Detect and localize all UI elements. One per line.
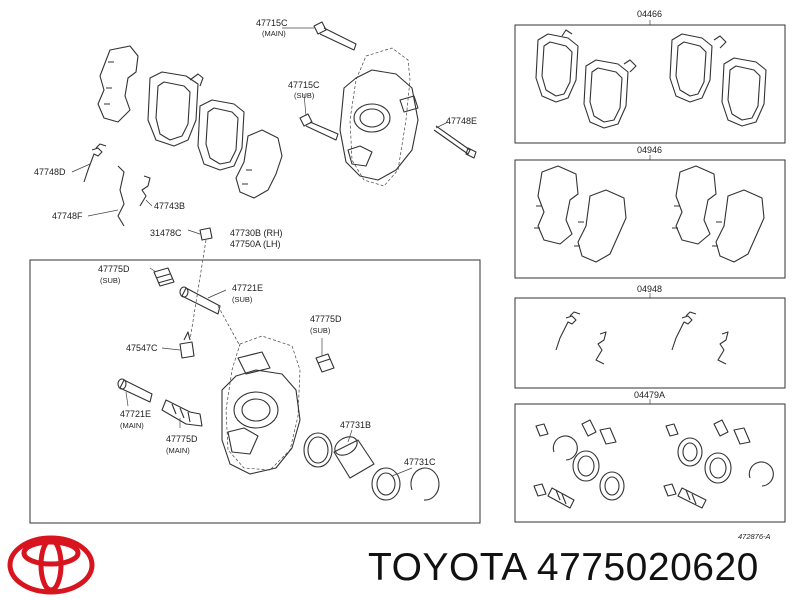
label-47721e-top: 47721E	[232, 283, 263, 293]
pad-set-exploded	[97, 45, 283, 199]
label-47775d-right-note: (SUB)	[310, 326, 331, 335]
label-47748e: 47748E	[446, 116, 477, 126]
caliper-top-leaders	[282, 27, 449, 129]
pad-clip-leaders	[71, 163, 153, 217]
caliper-bottom-leaders	[125, 229, 413, 477]
label-47775d-top-note: (SUB)	[100, 276, 121, 285]
label-47721e-main: 47721E	[120, 409, 151, 419]
part-labels: 47715C (MAIN) 47715C (SUB) 47748E 47748D…	[34, 9, 771, 541]
label-kit-04466: 04466	[637, 9, 662, 19]
caliper-assembly-bottom	[117, 227, 440, 501]
caliper-assembly-top	[299, 21, 477, 187]
label-47715c-main: 47715C	[256, 18, 288, 28]
label-47775d-main-note: (MAIN)	[166, 446, 190, 455]
label-47715c-main-note: (MAIN)	[262, 29, 286, 38]
label-kit-04479a: 04479A	[634, 390, 665, 400]
kit-box-04946	[514, 159, 786, 279]
kit-04466-pads	[535, 29, 767, 129]
kit-box-04479a	[514, 403, 786, 523]
bolt-sub	[299, 113, 339, 141]
label-47775d-right: 47775D	[310, 314, 342, 324]
kit-04948-clips	[555, 311, 729, 365]
diagram-code: 472876-A	[738, 532, 771, 541]
label-47730b: 47730B (RH)	[230, 228, 283, 238]
bolt-main	[313, 21, 357, 51]
guide-pin-47748e	[433, 125, 477, 159]
kit-04946-shims	[534, 165, 765, 263]
caliper-kit-box	[29, 259, 481, 524]
kit-04479a-seals	[533, 419, 774, 509]
brand-part-number-caption: TOYOTA 4775020620	[368, 546, 759, 589]
label-47775d-main: 47775D	[166, 434, 198, 444]
toyota-logo-icon	[7, 535, 95, 595]
label-kit-04948: 04948	[637, 284, 662, 294]
label-47775d-top: 47775D	[98, 264, 130, 274]
label-47721e-main-note: (MAIN)	[120, 421, 144, 430]
label-kit-04946: 04946	[637, 145, 662, 155]
kit-box-04948	[514, 297, 786, 389]
label-47547c: 47547C	[126, 343, 158, 353]
label-47748d: 47748D	[34, 167, 66, 177]
label-47748f: 47748F	[52, 211, 83, 221]
label-47731c: 47731C	[404, 457, 436, 467]
label-47731b: 47731B	[340, 420, 371, 430]
label-47715c-sub-note: (SUB)	[294, 91, 315, 100]
label-47750a: 47750A (LH)	[230, 239, 281, 249]
label-47721e-top-note: (SUB)	[232, 295, 253, 304]
label-47715c-sub: 47715C	[288, 80, 320, 90]
label-47743b: 47743B	[154, 201, 185, 211]
label-31478c: 31478C	[150, 228, 182, 238]
pad-clips	[83, 143, 151, 227]
